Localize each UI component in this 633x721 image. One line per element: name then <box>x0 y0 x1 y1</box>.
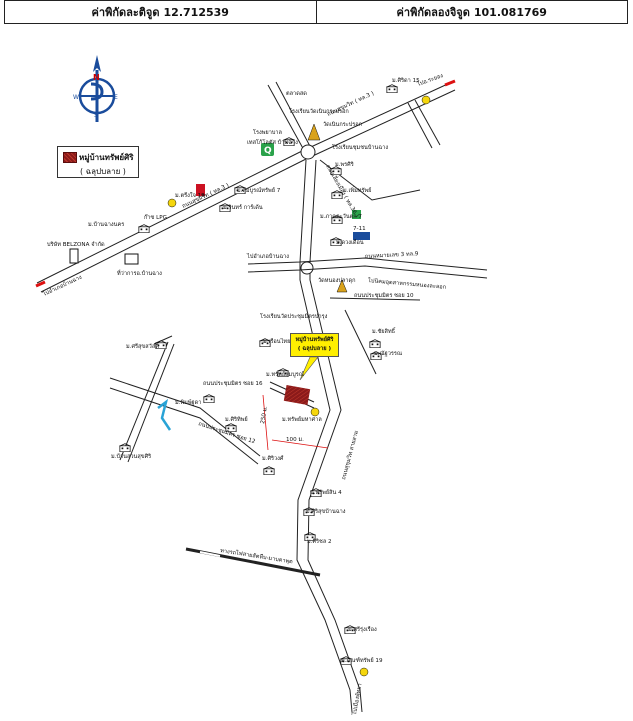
label-wat-nong: วัดหนองปลาดุก <box>318 277 356 284</box>
label-village-e: ม.ดวงเดือน <box>336 239 364 246</box>
label-market: ตลาดสด <box>286 90 307 97</box>
label-moo-mittra: ม.ตรึงใจ 19 <box>175 192 205 199</box>
label-district-office: ที่ว่าการอ.บ้านฉาง <box>117 269 162 277</box>
legend: หมู่บ้านทรัพย์ศิริ ( ฉลุปบลาย ) <box>57 146 139 178</box>
svg-text:Q: Q <box>264 146 272 156</box>
road-label-soi-16: ถนนประชุมมิตร ซอย 16 <box>203 380 263 387</box>
label-school: โรงเรียนวัดเนินกระปรอก <box>289 107 349 115</box>
label-seven: 7-11 <box>353 226 366 232</box>
label-village-h: ม.ณัฐวรรณ <box>374 350 402 357</box>
label-school3: โรงเรียนวัดประชุมมิตรบำรุง <box>260 312 328 320</box>
label-village-b: ม.รินทร์ การ์เด้น <box>223 203 263 211</box>
compass-w: W <box>73 94 79 101</box>
label-village-u: ม.ศิริสุขบ้านฉาง <box>306 508 346 515</box>
latitude-cell: ค่าพิกัดละติจูด 12.712539 <box>5 1 316 23</box>
longitude-cell: ค่าพิกัดลองจิจูด 101.081769 <box>315 1 628 23</box>
road-label-soi-12: ถนนประชุมมิตร ซอย 12 <box>197 420 256 445</box>
label-wat: วัดเนินกระปรอก <box>323 121 362 128</box>
target-plot <box>283 385 311 405</box>
label-village-j: ม.ทรัพย์สมบูรณ์ <box>266 370 304 378</box>
coordinates-header: ค่าพิกัดละติจูด 12.712539 ค่าพิกัดลองจิจ… <box>4 0 628 24</box>
road-label-to-banchang-2: ไปอำเภอบ้านฉาง <box>246 253 289 260</box>
legend-subtitle: ( ฉลุปบลาย ) <box>80 167 126 176</box>
label-nongla: ม.ศิริดา 15 <box>392 77 420 84</box>
label-village-p: ม.บ้านสวนสุขศิริ <box>111 453 151 460</box>
label-banchang-vill: ม.บ้านฉางนคร <box>88 221 124 228</box>
label-village-t: ม.ทรัพย์สิน 4 <box>310 488 342 496</box>
label-belzona: บริษัท BELZONA จำกัด <box>47 241 105 248</box>
label-village-aa: ม.ศรีรุ่งเรือง <box>348 626 377 633</box>
label-village-m: ม.ทรัพย์มหาศาล <box>282 415 322 423</box>
label-village-l: ม.พิมพ์ฐดา <box>175 398 201 406</box>
label-village-d: ม.ภาคตะวันตก 7 <box>320 213 362 220</box>
road-label-to-nikhom: ไปนิคมอุตสาหกรรมหนองละลอก <box>367 277 446 291</box>
latitude-value: 12.712539 <box>163 5 229 19</box>
road-sukhumvit <box>36 81 456 293</box>
compass-n: N <box>93 73 100 82</box>
label-village-v: ม.ศิริชล 2 <box>307 538 332 545</box>
callout-line2: ( ฉลุปบลาย ) <box>297 346 332 352</box>
label-village-k: ม.ศรีสุขสวัสดิ์ <box>126 341 160 350</box>
road-north <box>267 81 313 153</box>
label-village-i: ม.เรือนไทย 15 <box>263 338 300 345</box>
label-village-n: ม.ศิริทิพย์ <box>225 415 248 423</box>
label-village-dd: ม.ภัณฑ์ทรัพย์ 19 <box>341 656 383 664</box>
label-village-q: ม.ศิริวงศ์ <box>262 454 284 462</box>
road-label-soi-10: ถนนประชุมมิตร ซอย 10 <box>354 292 414 299</box>
label-school2: โรงเรียนชุมชนบ้านฉาง <box>332 143 388 151</box>
longitude-value: 101.081769 <box>473 5 547 19</box>
railway <box>185 547 321 577</box>
road-label-to-ban-chang: ไปอำเภอบ้านฉาง <box>41 274 83 299</box>
label-village-g: ม.ชัยสิทธิ์ <box>372 326 396 335</box>
distance-250: 250 ม. <box>260 405 269 424</box>
target-callout: หมู่บ้านทรัพย์ศิริ ( ฉลุปบลาย ) <box>290 333 339 357</box>
road-label-upper-right: ถนนหมายเลข 3 ทล.9 <box>365 251 419 260</box>
road-label-main: ถนนสุขุมวิท สายสาม <box>340 429 360 480</box>
label-tesco: เทสโก้โลตัส บ้านฉาง <box>247 138 298 146</box>
callout-line1: หมู่บ้านทรัพย์ศิริ <box>295 337 334 343</box>
longitude-label: ค่าพิกัดลองจิจูด <box>396 6 470 19</box>
compass-s: S <box>94 112 98 119</box>
label-hospital: โรงพยาบาล <box>253 128 282 136</box>
compass-e: E <box>114 94 118 101</box>
latitude-label: ค่าพิกัดละติจูด <box>91 6 160 19</box>
legend-title: หมู่บ้านทรัพย์ศิริ <box>79 153 134 162</box>
legend-swatch <box>63 152 77 163</box>
label-village-a: ม.สมบูรณ์ทรัพย์ 7 <box>237 186 281 194</box>
label-village-f: ม.พรศิริ <box>335 161 354 168</box>
distance-100: 100 ม. <box>286 437 304 443</box>
label-village-c: ม.เพิ่มทรัพย์ <box>343 186 371 194</box>
compass-rose: N S E W <box>73 55 118 122</box>
label-gas: ก๊าซ LPG <box>144 214 167 221</box>
